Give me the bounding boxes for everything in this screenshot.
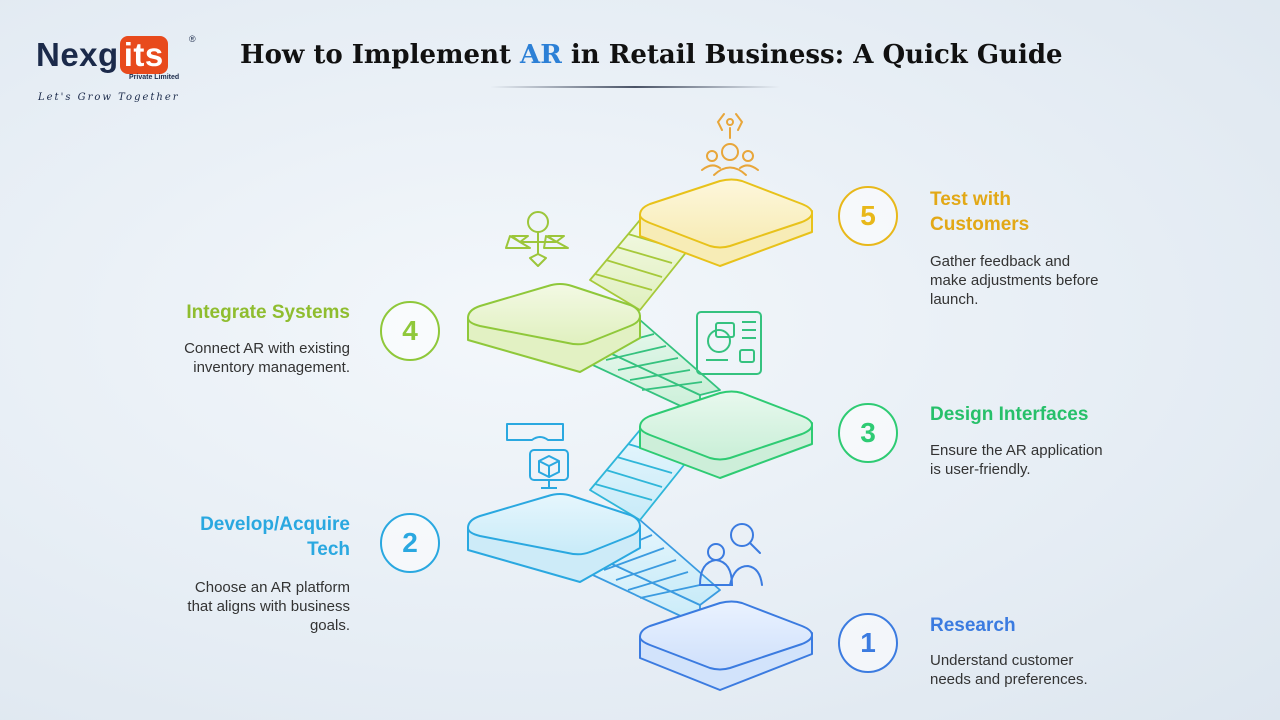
step-1-number: 1 [838,613,898,673]
step-4-description: Connect AR with existing inventory manag… [184,340,350,376]
step-4-number: 4 [380,301,440,361]
step-2-description: Choose an AR platform that aligns with b… [187,579,350,634]
platform-5 [639,178,813,267]
title-underline [490,86,780,88]
design-board-icon [696,311,762,375]
step-2-title: Develop/Acquire Tech [200,514,350,560]
system-network-icon [505,211,569,267]
ar-headset-icon [506,423,569,489]
step-4-title: Integrate Systems [186,302,350,323]
step-5-number: 5 [838,186,898,246]
step-5-description: Gather feedback and make adjustments bef… [930,253,1099,308]
customer-test-icon [701,113,759,176]
title-highlight: AR [520,40,562,70]
step-3-number: 3 [838,403,898,463]
step-3-description: Ensure the AR application is user-friend… [930,442,1103,478]
brand-subtitle: Private Limited [129,74,180,81]
page-title: How to Implement AR in Retail Business: … [240,40,1063,70]
step-2-number: 2 [380,513,440,573]
registered-mark: ® [189,34,196,44]
platform-4 [467,283,641,373]
step-3-title: Design Interfaces [930,404,1089,425]
platform-3 [639,390,813,479]
step-1-title: Research [930,615,1016,636]
step-5-title: Test with Customers [930,189,1030,235]
platform-1 [639,600,813,691]
brand-tagline: Let's Grow Together [38,92,180,103]
platform-2 [467,493,641,583]
research-users-icon [698,523,763,586]
brand-name-highlight: its [119,36,168,74]
step-1-description: Understand customer needs and preference… [930,652,1088,688]
